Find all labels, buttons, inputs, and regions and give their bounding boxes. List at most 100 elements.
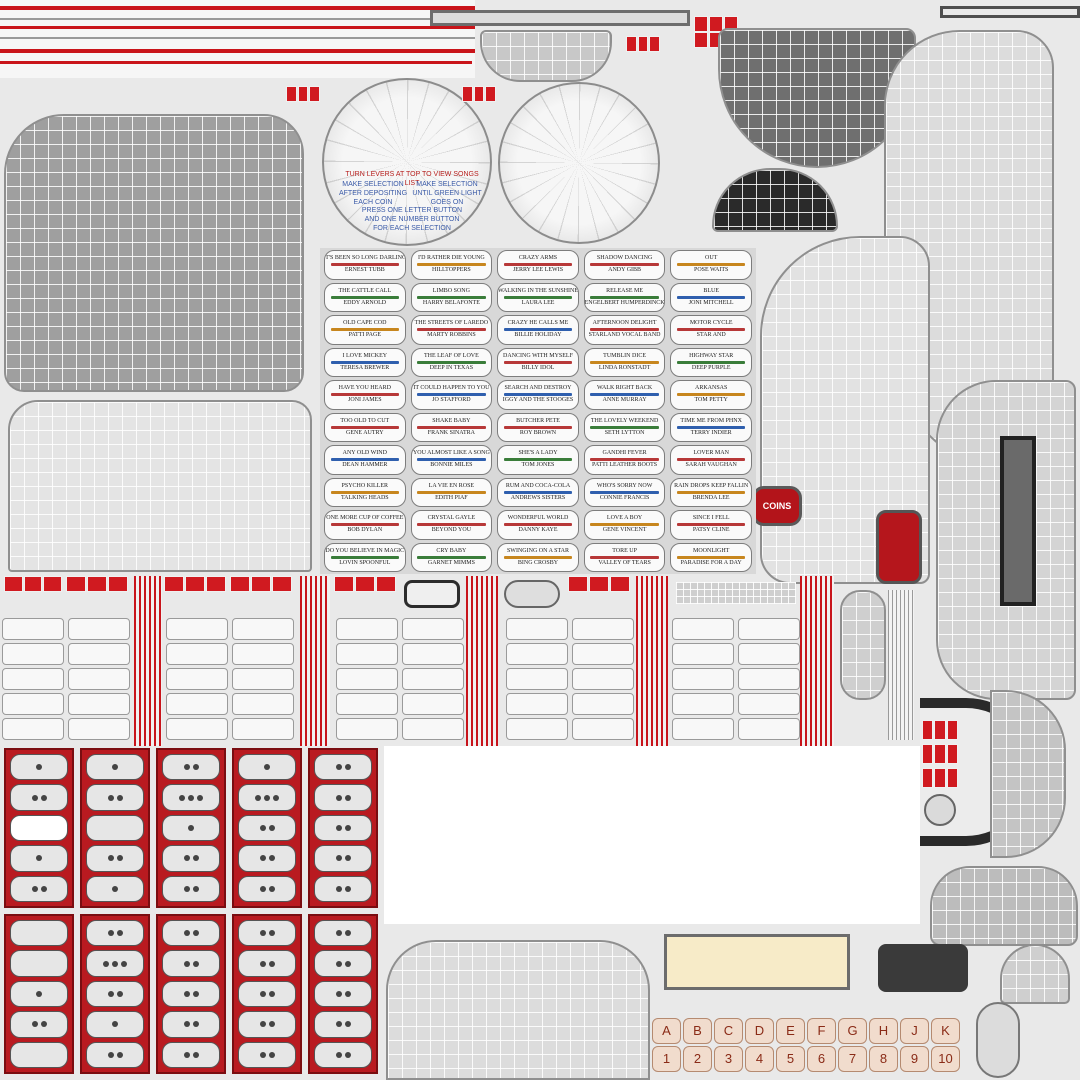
- slot-col-7: [506, 618, 568, 740]
- number-key[interactable]: 1: [652, 1046, 681, 1072]
- instructions-heading: TURN LEVERS AT TOP TO VIEW SONGS LIST: [345, 171, 479, 187]
- top-right-frame: [940, 6, 1080, 18]
- song-artist: DANNY KAYE: [518, 527, 558, 534]
- plate-block-6: [4, 914, 74, 1074]
- top-gray-frame: [430, 10, 690, 26]
- number-key[interactable]: 3: [714, 1046, 743, 1072]
- song-artist: HILLTOPPERS: [432, 267, 471, 274]
- song-title: HAVE YOU HEARD: [338, 385, 391, 392]
- song-color-bar: [503, 458, 573, 462]
- song-title: RELEASE ME: [606, 287, 644, 294]
- top-arch-shape: [480, 30, 612, 82]
- song-color-bar: [417, 328, 486, 332]
- song-color-bar: [590, 523, 659, 527]
- song-artist: STARLAND VOCAL BAND: [588, 332, 661, 339]
- song-title: SHE'S A LADY: [518, 450, 558, 457]
- letter-key[interactable]: H: [869, 1018, 898, 1044]
- letter-key[interactable]: F: [807, 1018, 836, 1044]
- song-color-bar: [417, 295, 486, 299]
- red-grid-right-1: [922, 720, 958, 740]
- song-color-bar: [503, 263, 573, 267]
- red-grid-right-2: [922, 744, 958, 764]
- number-key[interactable]: 2: [683, 1046, 712, 1072]
- song-artist: TALKING HEADS: [340, 494, 389, 501]
- song-title: LOVE A BOY: [606, 515, 643, 522]
- song-title: BLUE: [703, 287, 720, 294]
- song-color-bar: [330, 458, 400, 462]
- song-artist: GENE AUTRY: [346, 429, 384, 436]
- number-key[interactable]: 5: [776, 1046, 805, 1072]
- red-grid-row-6: [568, 576, 630, 592]
- song-color-bar: [503, 328, 573, 332]
- song-artist: SARAH VAUGHAN: [685, 462, 737, 469]
- slot-col-3: [166, 618, 228, 740]
- song-card: ANY OLD WIND DEAN HAMMER: [324, 445, 406, 475]
- song-title: BUTCHER PETE: [516, 417, 560, 424]
- coins-badge[interactable]: COINS: [752, 486, 802, 526]
- song-artist: LOVIN SPOONFUL: [339, 559, 391, 566]
- song-color-bar: [590, 263, 659, 267]
- bottom-arch-panel: [386, 940, 650, 1080]
- song-title: SINCE I FELL: [692, 515, 730, 522]
- song-color-bar: [330, 393, 400, 397]
- control-strip: [676, 582, 796, 604]
- stripe-col-5: [800, 576, 834, 746]
- song-title: AFTERNOON DELIGHT: [592, 320, 657, 327]
- song-color-bar: [590, 328, 659, 332]
- song-title: DANCING WITH MYSELF: [503, 352, 573, 359]
- song-artist: ERNEST TUBB: [344, 267, 385, 274]
- song-color-bar: [590, 555, 659, 559]
- number-key[interactable]: 10: [931, 1046, 960, 1072]
- song-artist: ENGELBERT HUMPERDINCK: [584, 299, 665, 306]
- letter-key[interactable]: E: [776, 1018, 805, 1044]
- slot-col-2: [68, 618, 130, 740]
- song-artist: SETH LYTTON: [604, 429, 645, 436]
- letter-key[interactable]: C: [714, 1018, 743, 1044]
- letter-key[interactable]: A: [652, 1018, 681, 1044]
- small-dome-bottom: [1000, 944, 1070, 1004]
- stripe-col-4: [636, 576, 668, 746]
- song-title: RAIN DROPS KEEP FALLIN: [674, 482, 749, 489]
- song-artist: DEEP PURPLE: [691, 364, 731, 371]
- song-title: ANY OLD WIND: [342, 450, 387, 457]
- song-color-bar: [417, 263, 486, 267]
- letter-key[interactable]: K: [931, 1018, 960, 1044]
- slot-col-9: [672, 618, 734, 740]
- song-color-bar: [417, 523, 486, 527]
- letter-key[interactable]: B: [683, 1018, 712, 1044]
- round-badge-bottom: [976, 1002, 1020, 1078]
- dark-slot-panel: [1000, 436, 1036, 606]
- letter-key[interactable]: D: [745, 1018, 774, 1044]
- song-title: LOVER MAN: [693, 450, 729, 457]
- number-key[interactable]: 4: [745, 1046, 774, 1072]
- song-color-bar: [417, 393, 486, 397]
- red-coin-box: [876, 510, 922, 584]
- plate-block-2: [80, 748, 150, 908]
- song-card: I'D RATHER DIE YOUNG HILLTOPPERS: [410, 250, 493, 280]
- letter-key[interactable]: G: [838, 1018, 867, 1044]
- song-title: I'D RATHER DIE YOUNG: [418, 255, 485, 262]
- song-title: YOU ALMOST LIKE A SONG: [412, 450, 490, 457]
- song-title: OLD CAPE COD: [343, 320, 387, 327]
- song-color-bar: [676, 555, 746, 559]
- song-artist: LINDA RONSTADT: [598, 364, 651, 371]
- number-key[interactable]: 7: [838, 1046, 867, 1072]
- tall-strip: [888, 590, 914, 740]
- number-key[interactable]: 8: [869, 1046, 898, 1072]
- number-key[interactable]: 6: [807, 1046, 836, 1072]
- song-artist: DEAN HAMMER: [342, 462, 388, 469]
- letter-key[interactable]: J: [900, 1018, 929, 1044]
- number-key[interactable]: 9: [900, 1046, 929, 1072]
